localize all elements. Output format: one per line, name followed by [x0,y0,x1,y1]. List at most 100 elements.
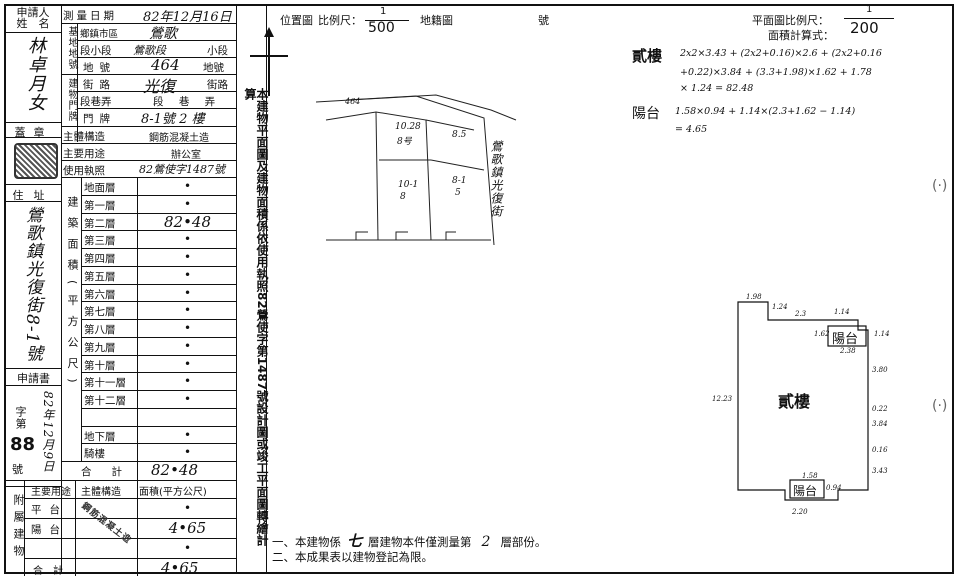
plan-scale-den: 200 [850,19,879,37]
dim-12: 0.16 [872,446,888,454]
margin-mark-2: (·) [932,398,948,414]
plan-scale-num: 1 [866,4,873,15]
north-arrow-shaft [268,36,270,86]
floor-name: 第七層 [84,306,116,319]
floor-area: • [183,445,192,460]
floor-divider [81,194,236,196]
floor-area: • [183,196,192,211]
dim-13: 3.43 [872,467,888,475]
structure-value: 鋼筋混凝土造 [149,133,209,144]
attached-divider [24,538,236,539]
attached-use-header: 主要用途 [31,487,71,498]
cadastral-number-suffix: 號 [538,14,549,27]
dim-9: 12.23 [712,395,733,403]
floor-name: 第十一層 [84,377,126,390]
map-street-note: 鶯歌鎮光復街 [489,140,503,218]
attached-divider [24,518,236,519]
plan-floor-label: 貳樓 [778,392,811,411]
street-label: 街路 [83,79,116,91]
formula-line-1: 2x2×3.43 + (2x2+0.16)×2.6 + (2x2+0.16 [680,48,882,59]
floor-name: 貳樓 [632,47,663,65]
lane-label: 段巷弄 [80,96,112,108]
permit-value: 82鶯使字1487號 [139,163,225,176]
date-label: 測量日期 [63,10,117,22]
dim-1: 1.98 [746,293,762,301]
formula-line-2: +0.22)×3.84 + (3.3+1.98)×1.62 + 1.78 [680,67,872,78]
subsection-suffix: 小段 [207,45,228,57]
address-label: 住址 [12,189,55,202]
no-label-top: 字第 [14,406,27,430]
name-label: 申請人姓 名 [16,6,50,30]
applicant-column: 申請人姓 名 林卓月女 蓋章 住址 鶯歌鎮光復街8-1號 申請書 字第 88 號… [6,6,62,572]
attached-area-header: 面積(平方公尺) [139,487,207,498]
floor-area: • [183,179,192,193]
dim-15: 0.94 [826,484,842,492]
attached-area: 4•65 [168,519,207,537]
attached-use: 陽台 [31,524,68,536]
floor-name: 第八層 [84,324,116,336]
dim-7: 2.38 [840,347,856,355]
attached-area: • [183,501,192,515]
lot-suffix: 地號 [203,62,224,74]
applicant-name: 林卓月女 [25,36,46,112]
floor-area: • [183,338,192,353]
note1-floors: 七 [347,532,363,550]
floor-area: • [183,303,192,318]
township-value: 鶯歌 [149,26,177,42]
floor-divider [81,407,236,409]
seal-label: 蓋章 [14,126,53,139]
north-arrow-head [264,27,274,37]
floor-name: 第九層 [84,341,116,354]
map-unit-right: 8.5 [452,130,467,140]
plan-balcony-label: 陽台 [832,332,859,347]
dim-6: 1.14 [874,330,890,338]
dim-16: 2.20 [792,508,808,516]
floor-name: 第十層 [84,359,116,372]
floor-area: • [183,374,192,389]
section-value: 鶯歌段 [133,44,166,57]
total-label: 合計 [81,466,142,478]
dim-8: 3.80 [872,366,888,374]
door-value: 8-1號 2 樓 [141,112,205,127]
floor-name: 第十二層 [84,395,126,407]
floor-area: • [183,267,192,282]
floor-divider [81,443,236,445]
attached-use: 平台 [31,504,68,516]
map-unit-bottom-right: 8-1 [452,176,467,186]
note1-prefix: 一、本建物係 [272,535,341,549]
formula-line-3: × 1.24 = 82.48 [680,83,754,94]
cadastral-label: 地籍圖 [420,14,453,27]
street-suffix: 街路 [207,79,228,91]
lane-suffix: 段 巷 弄 [153,96,222,108]
dim-10: 0.22 [872,405,888,413]
section-label: 段小段 [80,45,112,57]
dim-11: 3.84 [872,420,888,428]
note2: 二、本成果表以建物登記為限。 [272,550,433,564]
lot-value: 464 [151,56,180,74]
attached-area: • [183,541,192,555]
floor-divider [81,390,236,391]
floor-name: 第三層 [84,235,116,248]
location-map-scale-label: 比例尺： [318,14,362,27]
note1-mid: 層建物本件僅測量第 [368,535,472,549]
door-label: 門牌 [83,113,116,125]
floor-area: • [183,250,192,264]
floor-name: 第二層 [84,217,116,230]
dim-2: 1.24 [772,303,788,311]
floor-name: 第四層 [84,253,116,265]
dim-14: 1.58 [802,472,818,480]
floor-divider [81,230,236,232]
structure-label: 主體構造 [63,131,105,143]
floor-name: 第六層 [84,288,116,301]
info-table: 測量日期 82年12月16日 基地地號 鄉鎮市區 鶯歌 段小段 鶯歌段 小段 地… [6,6,237,577]
floor-divider [81,212,236,214]
total-value: 82•48 [151,461,199,479]
statement-column: 本建物平面圖及建物面積係依使用執照82鶯使字第1487號設計圖或竣工平面圖轉繪計… [236,6,270,572]
floor-plan-drawing [737,301,869,501]
margin-mark-1: (·) [932,178,948,194]
floor-divider [81,301,236,303]
base-land-label: 基地地號 [66,26,77,70]
plan-scale-label: 平面圖比例尺： [752,14,829,27]
attached-total-label: 合計 [33,566,73,577]
